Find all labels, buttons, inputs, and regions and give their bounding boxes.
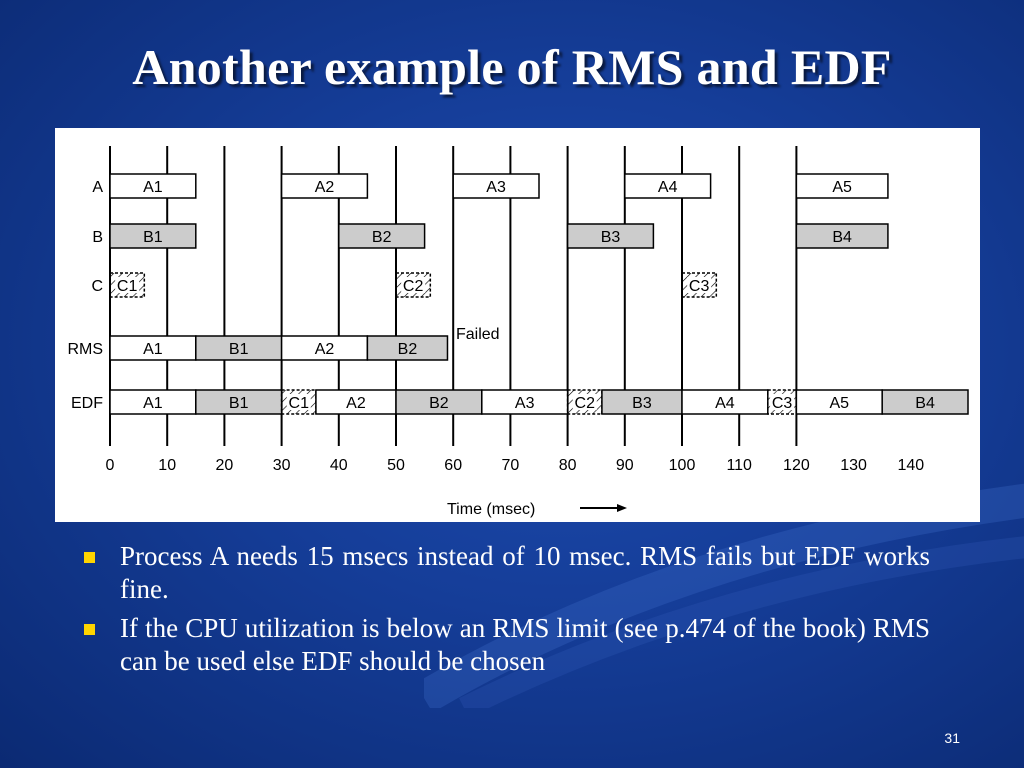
task-label-rms-b1: B1 xyxy=(229,341,249,358)
task-label-bg xyxy=(572,394,597,410)
task-bar-a-a2 xyxy=(280,173,369,199)
task-label-b-b2: B2 xyxy=(372,229,392,246)
slide-title: Another example of RMS and EDF xyxy=(132,39,892,95)
task-label-edf-a5: A5 xyxy=(830,395,850,412)
task-bar-edf-b3 xyxy=(601,389,683,415)
task-bar-rms-b2 xyxy=(366,335,449,361)
task-label-rms-a1: A1 xyxy=(143,341,163,358)
x-tick-label: 0 xyxy=(106,457,115,474)
task-bar-rms-b1 xyxy=(195,335,283,361)
time-arrow-icon xyxy=(580,504,627,512)
row-label-c: C xyxy=(91,278,103,295)
bullet-list: Process A needs 15 msecs instead of 10 m… xyxy=(80,540,930,684)
row-label-rms: RMS xyxy=(67,341,103,358)
task-bar-a-a3 xyxy=(452,173,540,199)
square-bullet-icon xyxy=(84,624,95,635)
bullet-text: If the CPU utilization is below an RMS l… xyxy=(120,613,930,676)
row-label-b: B xyxy=(92,229,103,246)
x-tick-label: 100 xyxy=(669,457,696,474)
task-label-edf-a4: A4 xyxy=(715,395,735,412)
task-label-b-b4: B4 xyxy=(832,229,852,246)
task-label-rms-b2: B2 xyxy=(398,341,418,358)
task-label-c-c1: C1 xyxy=(117,278,138,295)
task-label-b-b1: B1 xyxy=(143,229,163,246)
bullet-item: If the CPU utilization is below an RMS l… xyxy=(80,612,930,678)
task-bar-edf-a3 xyxy=(481,389,569,415)
x-tick-label: 50 xyxy=(387,457,405,474)
x-tick-label: 20 xyxy=(216,457,234,474)
task-bar-rms-a2 xyxy=(280,335,369,361)
task-label-bg xyxy=(401,277,426,293)
x-tick-label: 30 xyxy=(273,457,291,474)
task-bar-edf-a5 xyxy=(795,389,883,415)
square-bullet-icon xyxy=(84,552,95,563)
row-label-a: A xyxy=(92,179,103,196)
task-bar-a-a5 xyxy=(795,173,889,199)
task-bar-b-b2 xyxy=(338,223,426,249)
task-label-c-c2: C2 xyxy=(403,278,424,295)
task-label-edf-c1: C1 xyxy=(289,395,310,412)
task-bar-b-b4 xyxy=(795,223,889,249)
task-label-a-a5: A5 xyxy=(832,179,852,196)
x-tick-label: 60 xyxy=(444,457,462,474)
task-bar-a-a4 xyxy=(624,173,712,199)
x-axis-label: Time (msec) xyxy=(447,501,535,518)
task-bar-a-a1 xyxy=(109,173,197,199)
task-label-c-c3: C3 xyxy=(689,278,710,295)
task-label-edf-b3: B3 xyxy=(632,395,652,412)
task-label-a-a4: A4 xyxy=(658,179,678,196)
task-bar-edf-a1 xyxy=(109,389,197,415)
x-tick-label: 80 xyxy=(559,457,577,474)
task-bar-edf-a2 xyxy=(315,389,397,415)
x-tick-label: 130 xyxy=(840,457,867,474)
task-label-edf-b4: B4 xyxy=(915,395,935,412)
task-label-b-b3: B3 xyxy=(601,229,621,246)
bullet-text: Process A needs 15 msecs instead of 10 m… xyxy=(120,541,930,604)
task-label-edf-a2: A2 xyxy=(346,395,366,412)
failed-label: Failed xyxy=(456,326,500,343)
page-number: 31 xyxy=(944,730,960,746)
x-tick-label: 120 xyxy=(783,457,810,474)
task-label-edf-c3: C3 xyxy=(772,395,793,412)
x-tick-label: 90 xyxy=(616,457,634,474)
task-bar-b-b3 xyxy=(566,223,655,249)
task-label-bg xyxy=(115,277,140,293)
task-label-edf-c2: C2 xyxy=(575,395,596,412)
x-tick-label: 110 xyxy=(726,457,752,474)
task-label-bg xyxy=(286,394,311,410)
x-tick-label: 70 xyxy=(502,457,520,474)
task-bar-edf-b4 xyxy=(881,389,969,415)
task-label-edf-a3: A3 xyxy=(515,395,535,412)
x-tick-label: 140 xyxy=(897,457,924,474)
task-label-rms-a2: A2 xyxy=(315,341,335,358)
task-label-a-a3: A3 xyxy=(486,179,506,196)
task-label-edf-b2: B2 xyxy=(429,395,449,412)
task-label-bg xyxy=(770,394,795,410)
task-label-bg xyxy=(687,277,712,293)
x-tick-label: 40 xyxy=(330,457,348,474)
task-label-a-a2: A2 xyxy=(315,179,335,196)
x-tick-label: 10 xyxy=(158,457,176,474)
task-label-edf-b1: B1 xyxy=(229,395,249,412)
task-bar-b-b1 xyxy=(109,223,197,249)
bullet-item: Process A needs 15 msecs instead of 10 m… xyxy=(80,540,930,606)
task-label-a-a1: A1 xyxy=(143,179,163,196)
row-label-edf: EDF xyxy=(71,395,103,412)
task-bar-edf-b2 xyxy=(395,389,483,415)
task-bar-rms-a1 xyxy=(109,335,197,361)
task-label-edf-a1: A1 xyxy=(143,395,163,412)
